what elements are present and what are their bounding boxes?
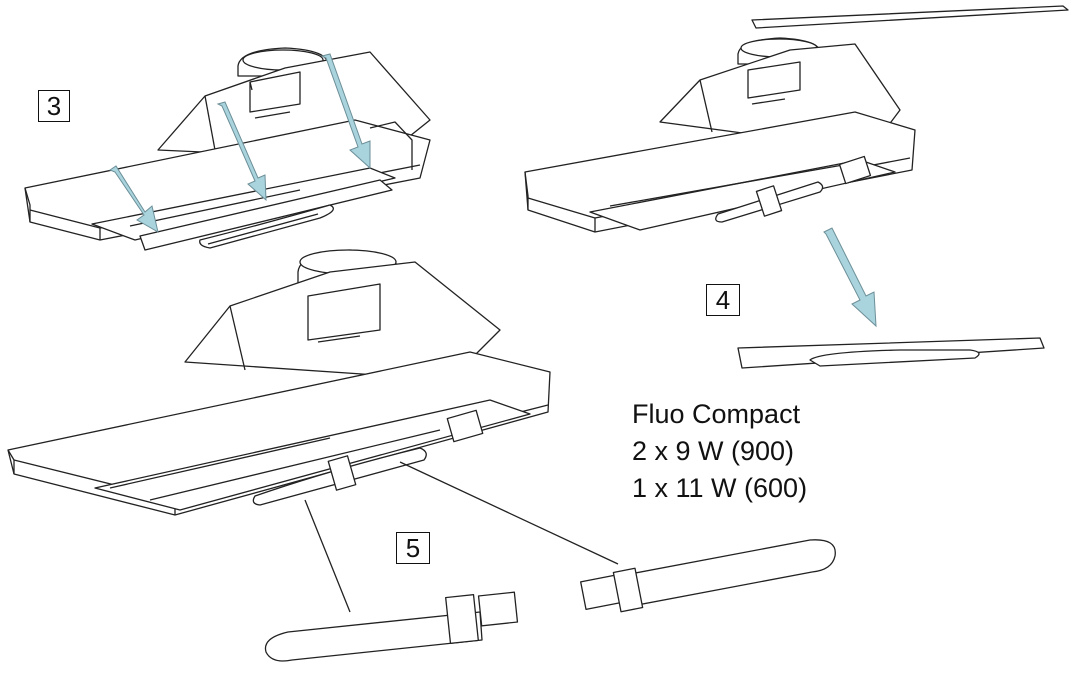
lamp-spec-900: 2 x 9 W (900) xyxy=(632,436,795,466)
hood-step3 xyxy=(24,47,431,251)
step-3-label: 3 xyxy=(38,90,70,122)
hood-step5 xyxy=(7,249,619,613)
step-5-label: 5 xyxy=(396,532,430,564)
arrow-step4 xyxy=(823,227,877,328)
arrow-step3-middle xyxy=(216,101,267,202)
lamp-type: Fluo Compact xyxy=(632,399,801,429)
step-4-label: 4 xyxy=(706,284,740,316)
arrow-step3-left xyxy=(108,165,159,234)
arrow-step3-right xyxy=(320,53,371,170)
fluo-tube-right xyxy=(580,539,836,613)
lamp-spec-600: 1 x 11 W (600) xyxy=(632,473,808,503)
fluo-tube-left xyxy=(264,591,519,662)
hood-step4 xyxy=(524,37,916,233)
lamp-specification: Fluo Compact 2 x 9 W (900) 1 x 11 W (600… xyxy=(632,396,807,507)
filter-strip-top xyxy=(751,5,1069,29)
arrows xyxy=(108,53,877,328)
